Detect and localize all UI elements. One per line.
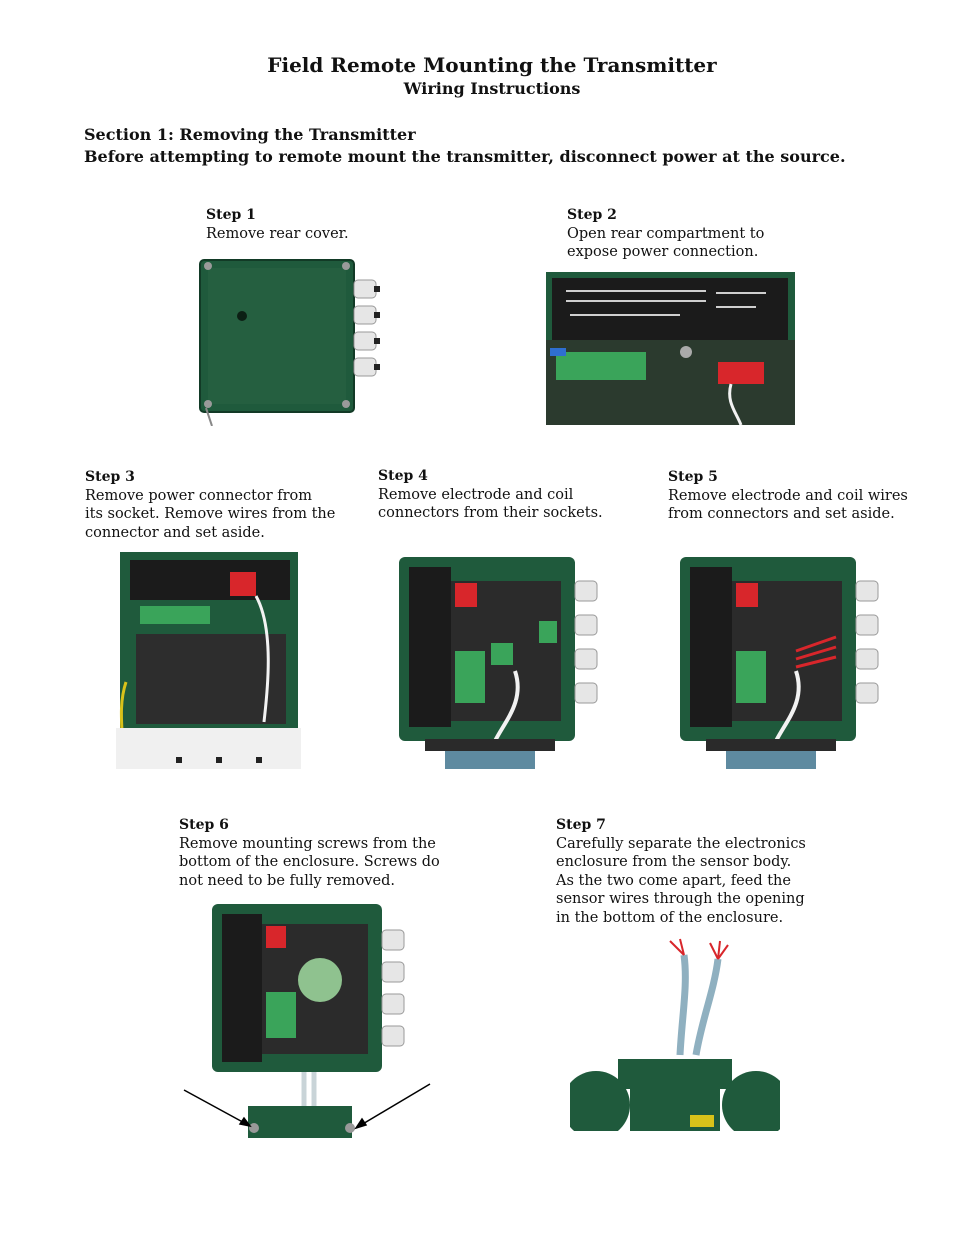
step-5: Step 5 Remove electrode and coil wires f… bbox=[668, 468, 908, 524]
step-3: Step 3 Remove power connector from its s… bbox=[85, 468, 335, 542]
step-text: Remove rear cover. bbox=[206, 225, 349, 242]
step-7-photo-sensor-body bbox=[570, 935, 780, 1131]
step-label: Step 1 bbox=[206, 207, 256, 223]
step-7: Step 7 Carefully separate the electronic… bbox=[556, 816, 806, 928]
step-1: Step 1 Remove rear cover. bbox=[206, 206, 349, 243]
step-6-photo-mounting-screws bbox=[180, 900, 432, 1138]
section-heading: Section 1: Removing the Transmitter bbox=[84, 125, 416, 144]
step-text: Open rear compartment to expose power co… bbox=[567, 225, 765, 261]
step-4-photo-connectors bbox=[395, 551, 621, 769]
step-4: Step 4 Remove electrode and coil connect… bbox=[378, 467, 603, 523]
step-label: Step 7 bbox=[556, 817, 606, 833]
page-subtitle: Wiring Instructions bbox=[403, 79, 581, 98]
step-6: Step 6 Remove mounting screws from the b… bbox=[179, 816, 440, 890]
step-text: Carefully separate the electronics enclo… bbox=[556, 835, 806, 926]
step-text: Remove electrode and coil connectors fro… bbox=[378, 486, 603, 522]
step-label: Step 4 bbox=[378, 468, 428, 484]
page-title: Field Remote Mounting the Transmitter bbox=[267, 53, 717, 77]
step-label: Step 5 bbox=[668, 469, 718, 485]
step-label: Step 6 bbox=[179, 817, 229, 833]
step-2-photo-compartment bbox=[546, 272, 795, 425]
step-label: Step 3 bbox=[85, 469, 135, 485]
step-1-photo-rear-cover bbox=[198, 258, 384, 426]
step-text: Remove mounting screws from the bottom o… bbox=[179, 835, 440, 889]
section-warning: Before attempting to remote mount the tr… bbox=[84, 147, 846, 166]
step-label: Step 2 bbox=[567, 207, 617, 223]
step-2: Step 2 Open rear compartment to expose p… bbox=[567, 206, 764, 262]
step-3-photo-power-connector bbox=[116, 552, 301, 769]
step-text: Remove electrode and coil wires from con… bbox=[668, 487, 908, 523]
step-text: Remove power connector from its socket. … bbox=[85, 487, 336, 541]
step-5-photo-wires bbox=[676, 551, 900, 769]
